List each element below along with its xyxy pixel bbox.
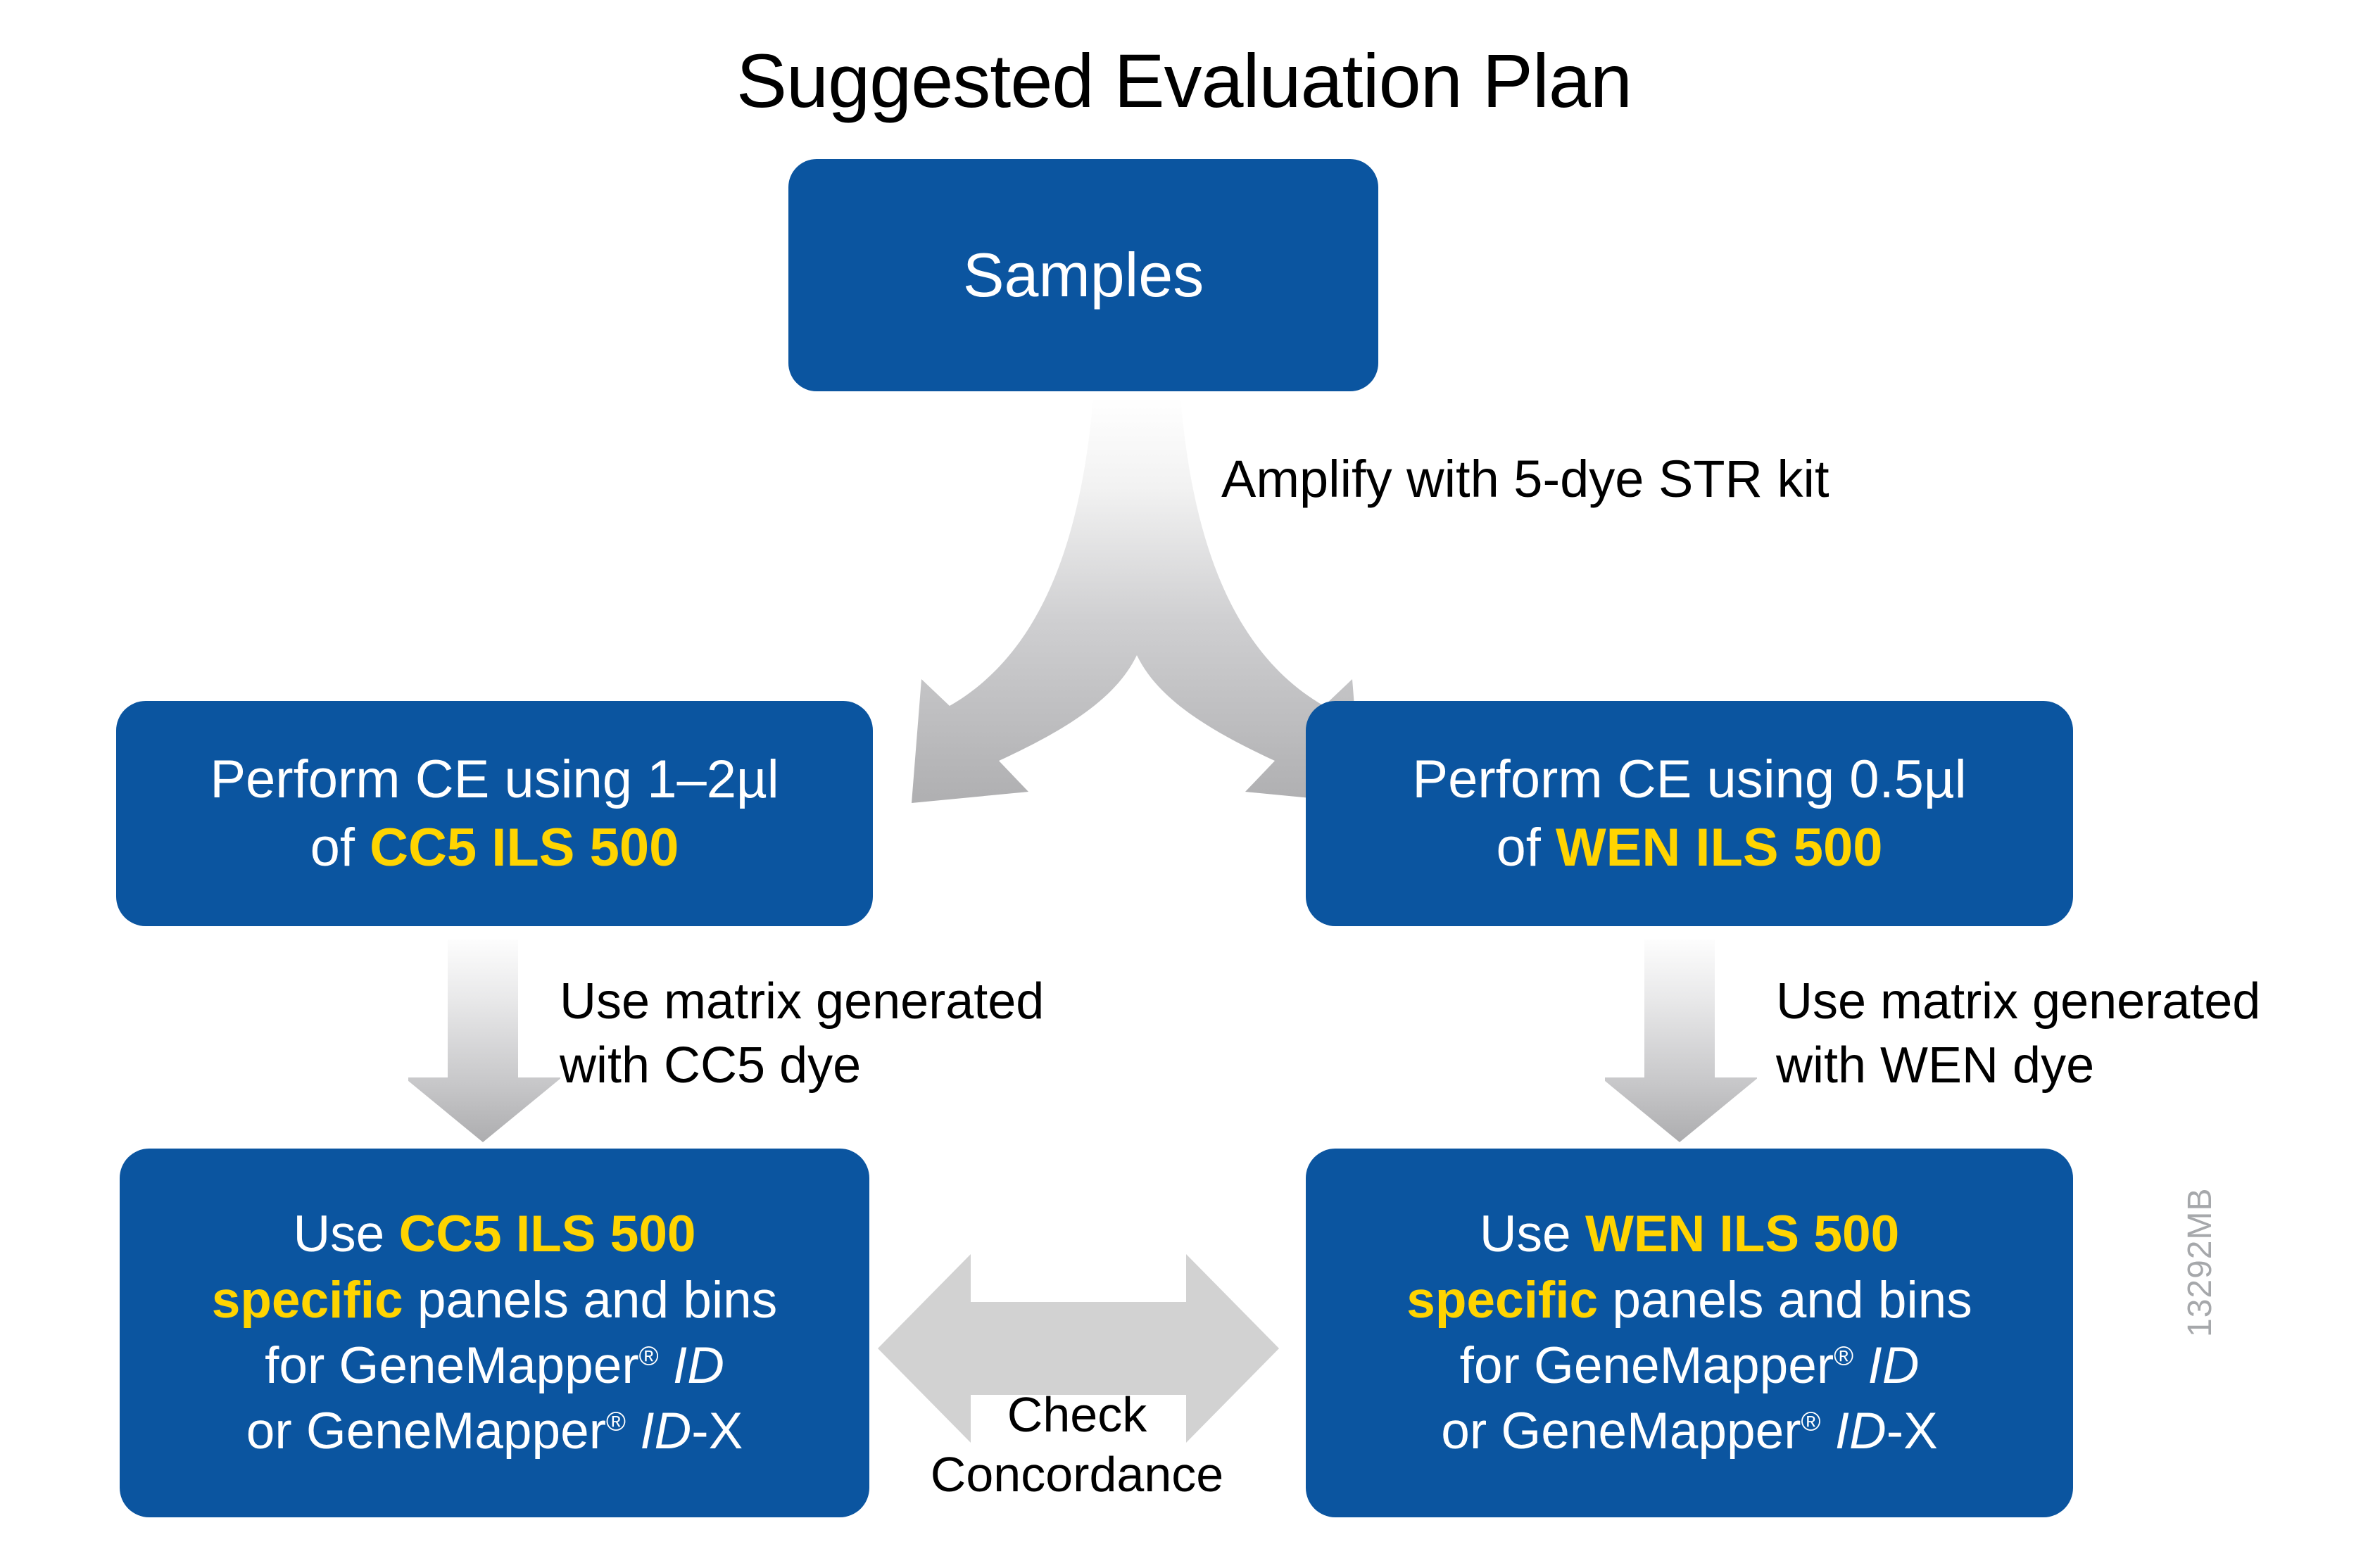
node-samples-label: Samples — [962, 239, 1204, 310]
edge-label-check-concordance: Check Concordance — [930, 1387, 1224, 1503]
node-panels-left-line2: specific panels and bins — [137, 1267, 852, 1333]
page-title: Suggested Evaluation Plan — [736, 38, 1632, 123]
registered-mark-icon: ® — [1801, 1408, 1821, 1438]
node-panels-right-line2-suffix: panels and bins — [1598, 1271, 1972, 1329]
node-panels-bins-wen[interactable]: Use WEN ILS 500 specific panels and bins… — [1306, 1149, 2073, 1517]
node-panels-right-line1-prefix: Use — [1479, 1206, 1585, 1263]
node-samples[interactable]: Samples — [788, 159, 1378, 391]
registered-mark-icon: ® — [1834, 1341, 1854, 1372]
double-arrow-icon — [878, 1254, 1279, 1443]
node-panels-right-line4: or GeneMapper® ID-X — [1323, 1398, 2056, 1464]
node-ce-right-line1: Perform CE using 0.5µl — [1412, 749, 1967, 809]
node-panels-left-line1: Use CC5 ILS 500 — [137, 1201, 852, 1267]
node-panels-right-line2: specific panels and bins — [1323, 1267, 2056, 1333]
node-ce-right-line2-prefix: of — [1496, 818, 1556, 878]
node-panels-left-line4: or GeneMapper® ID-X — [137, 1398, 852, 1464]
node-panels-right-highlight-specific: specific — [1406, 1271, 1599, 1329]
node-panels-left-line4-suffix: -X — [691, 1403, 743, 1460]
node-panels-left-line3-italic: ID — [658, 1337, 724, 1394]
edge-label-matrix-wen: Use matrix generated with WEN dye — [1776, 973, 2261, 1094]
down-arrow-left-icon — [408, 940, 560, 1142]
node-ce-left-highlight: CC5 ILS 500 — [370, 818, 679, 878]
node-panels-right-line4-suffix: -X — [1886, 1403, 1938, 1460]
node-panels-left-line1-prefix: Use — [293, 1206, 399, 1263]
node-panels-left-line3: for GeneMapper® ID — [137, 1333, 852, 1398]
node-panels-left-line3-prefix: for GeneMapper — [265, 1337, 639, 1394]
split-arrow-icon — [912, 398, 1362, 803]
node-panels-left-line4-italic: ID — [625, 1403, 692, 1460]
node-ce-left-line1: Perform CE using 1–2µl — [210, 749, 779, 809]
node-panels-right-line3-prefix: for GeneMapper — [1459, 1337, 1834, 1394]
node-panels-left-highlight-ils: CC5 ILS 500 — [398, 1206, 696, 1263]
document-code: 13292MB — [2181, 1187, 2219, 1337]
node-ce-left-line2: of CC5 ILS 500 — [133, 814, 856, 882]
node-panels-left-highlight-specific: specific — [211, 1271, 403, 1329]
node-panels-right-line1: Use WEN ILS 500 — [1323, 1201, 2056, 1267]
node-panels-left-line4-prefix: or GeneMapper — [246, 1403, 607, 1460]
node-ce-left-line2-prefix: of — [310, 818, 370, 878]
down-arrow-right-icon — [1605, 940, 1757, 1142]
node-panels-right-line3-italic: ID — [1853, 1337, 1920, 1394]
node-panels-right-line4-italic: ID — [1820, 1403, 1887, 1460]
node-perform-ce-wen[interactable]: Perform CE using 0.5µl of WEN ILS 500 — [1306, 701, 2073, 926]
edge-label-matrix-cc5: Use matrix generated with CC5 dye — [560, 973, 1045, 1094]
node-panels-left-line2-suffix: panels and bins — [403, 1271, 778, 1329]
node-ce-right-line2: of WEN ILS 500 — [1323, 814, 2056, 882]
edge-label-amplify: Amplify with 5-dye STR kit — [1221, 450, 1829, 508]
node-panels-right-line3: for GeneMapper® ID — [1323, 1333, 2056, 1398]
node-ce-right-highlight: WEN ILS 500 — [1555, 818, 1883, 878]
node-panels-right-highlight-ils: WEN ILS 500 — [1585, 1206, 1900, 1263]
registered-mark-icon: ® — [606, 1408, 626, 1438]
node-perform-ce-cc5[interactable]: Perform CE using 1–2µl of CC5 ILS 500 — [116, 701, 873, 926]
node-panels-right-line4-prefix: or GeneMapper — [1441, 1403, 1801, 1460]
registered-mark-icon: ® — [638, 1341, 659, 1372]
node-panels-bins-cc5[interactable]: Use CC5 ILS 500 specific panels and bins… — [120, 1149, 869, 1517]
